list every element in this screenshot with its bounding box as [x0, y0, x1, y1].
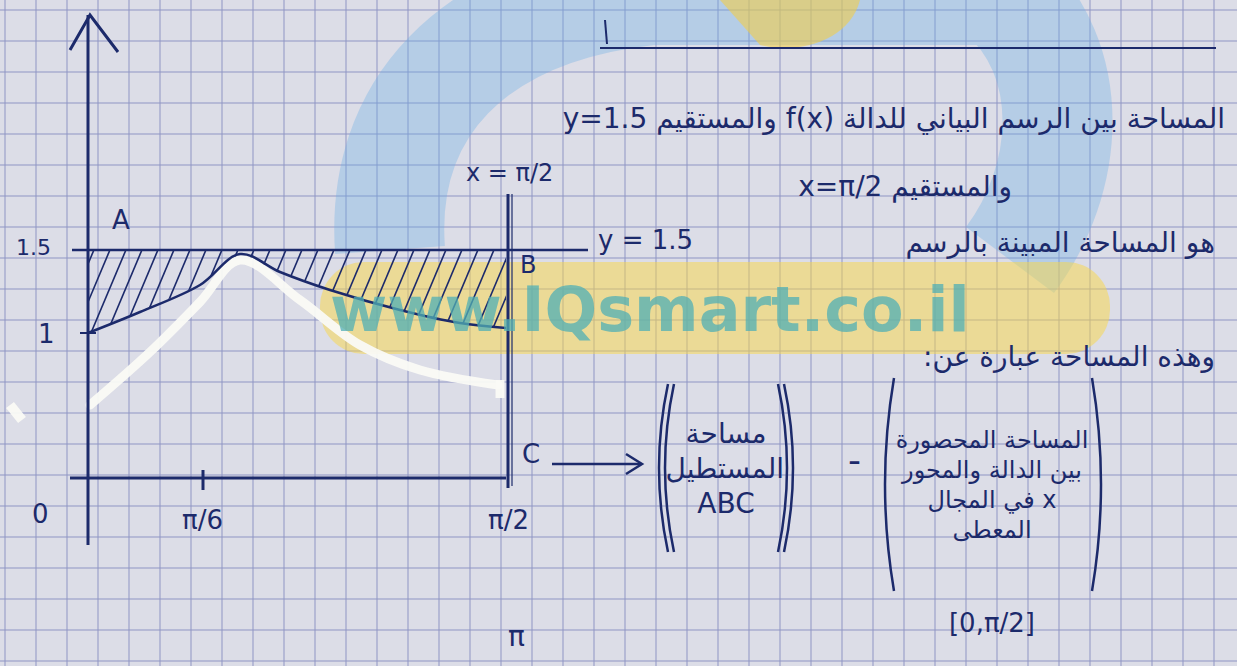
- line-equation: x = π/2: [466, 160, 553, 186]
- right-parenthesis: [1092, 378, 1101, 591]
- statement-line: وهذه المساحة عبارة عن:: [923, 342, 1215, 373]
- watermark-band: [320, 262, 1110, 354]
- minus-sign: -: [848, 440, 861, 480]
- interval-text: [0,π/2]: [892, 607, 1092, 640]
- tick-mark: [605, 20, 607, 44]
- grid-line: [0, 382, 1237, 383]
- grid-line: [0, 568, 1237, 569]
- white-out: [10, 405, 22, 420]
- watermark: www.IQsmart.co.il: [330, 276, 970, 344]
- grid-line: [315, 0, 316, 666]
- line-y-1.5: [72, 249, 588, 252]
- grid-line: [5, 0, 6, 666]
- grid-line: [0, 630, 1237, 631]
- hatch-stroke: [136, 245, 176, 340]
- hatch-stroke: [104, 245, 144, 340]
- expression-text: المساحة المحصورة بين الدالة والمحور x في…: [894, 425, 1090, 545]
- grid-line: [0, 661, 1237, 662]
- point-label: A: [112, 206, 130, 235]
- stray-symbol: π: [508, 622, 525, 653]
- grid-line: [98, 0, 99, 666]
- point-label: B: [520, 252, 536, 278]
- statement-line: هو المساحة المبينة بالرسم: [905, 228, 1215, 259]
- left-parenthesis: [885, 378, 894, 591]
- grid-line: [1152, 0, 1153, 666]
- grid-line: [1214, 0, 1215, 666]
- point-label: C: [522, 440, 540, 469]
- bracket-expression: مساحة المستطيل ABC: [650, 378, 802, 558]
- grid-line: [160, 0, 161, 666]
- y-axis: [87, 15, 90, 545]
- line-equation: y = 1.5: [598, 226, 693, 255]
- grid-line: [1183, 0, 1184, 666]
- grid-line: [222, 0, 223, 666]
- axis-value: π/2: [488, 506, 529, 535]
- statement-line: والمستقيم x=π/2: [798, 172, 1012, 203]
- pointer-arrow: [552, 463, 640, 466]
- axis-tick: [202, 470, 205, 490]
- grid-line: [36, 0, 37, 666]
- grid-line: [0, 413, 1237, 414]
- x-axis: [70, 477, 506, 480]
- statement-line: المساحة بين الرسم البياني للدالة f(x) وا…: [563, 104, 1225, 135]
- grid-line: [284, 0, 285, 666]
- arrow-head: [626, 454, 642, 474]
- axis-value: π/6: [182, 506, 223, 535]
- bracket-expression: المساحة المحصورة بين الدالة والمحور x في…: [742, 372, 1112, 644]
- grid-line: [0, 537, 1237, 538]
- expression-text: مساحة المستطيل ABC: [668, 416, 784, 521]
- grid-line: [253, 0, 254, 666]
- grid-line: [191, 0, 192, 666]
- logo-yellow: [720, 0, 860, 48]
- hatch-stroke: [120, 245, 160, 340]
- watermark-logo: [320, 0, 1110, 354]
- hatch-stroke: [56, 245, 96, 340]
- right-parenthesis: [784, 384, 793, 552]
- grid-line: [129, 0, 130, 666]
- grid-line: [1121, 0, 1122, 666]
- axis-value: 0: [32, 500, 49, 529]
- grid-line: [67, 0, 68, 666]
- grid-line: [0, 599, 1237, 600]
- wavy-rule: [600, 47, 1216, 49]
- white-out: [496, 380, 505, 398]
- axis-value: 1: [38, 320, 55, 349]
- y-axis-arrow: [70, 15, 118, 52]
- axis-value: 1.5: [16, 236, 51, 260]
